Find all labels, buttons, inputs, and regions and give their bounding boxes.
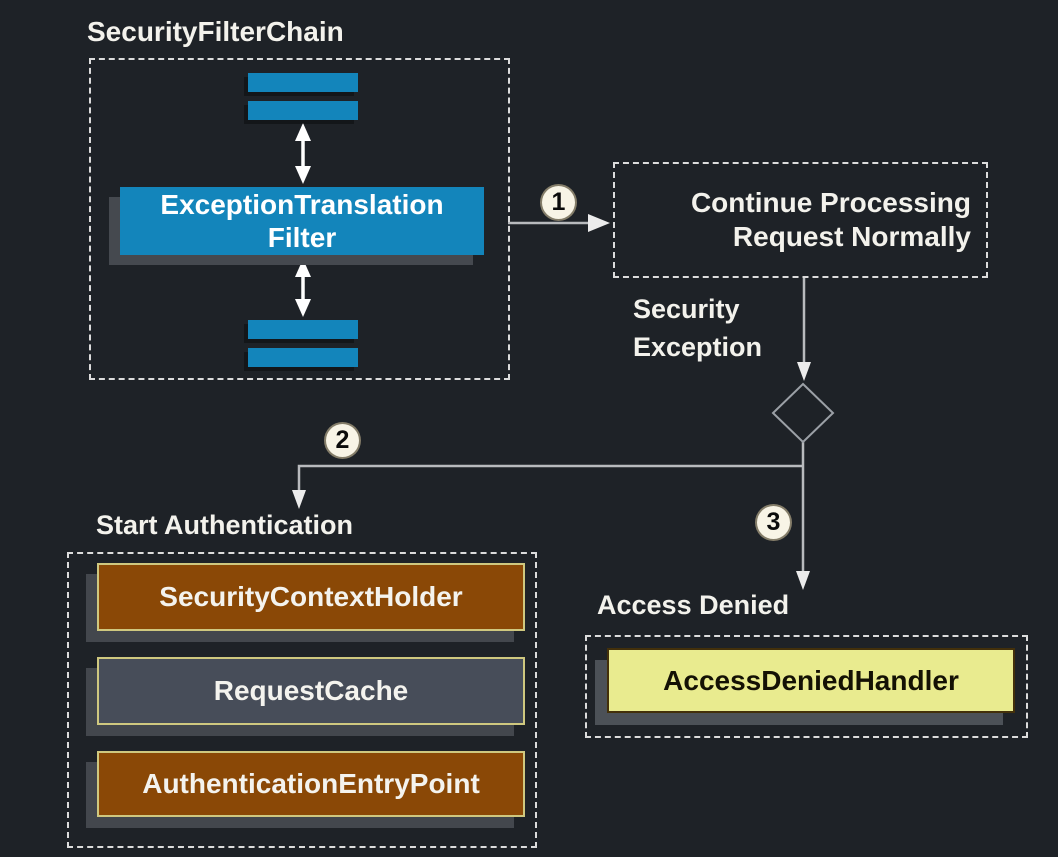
double-arrow-bottom-up-icon xyxy=(295,259,311,277)
security-exception-line2: Exception xyxy=(633,332,763,362)
start-authentication-title: Start Authentication xyxy=(96,510,354,540)
security-context-holder-label: SecurityContextHolder xyxy=(159,581,463,612)
step-2-badge: 2 xyxy=(326,424,359,457)
start-authentication-box xyxy=(67,552,537,848)
filter-bar-1 xyxy=(248,73,358,92)
line-branch-left-step2 xyxy=(297,464,803,491)
filter-bar-3 xyxy=(248,320,358,339)
double-arrow-top-up-icon xyxy=(295,123,311,141)
access-denied-box xyxy=(585,635,1028,738)
security-exception-label: Security Exception xyxy=(633,290,762,366)
access-denied-handler-box: AccessDeniedHandler xyxy=(607,648,1015,713)
request-cache-label: RequestCache xyxy=(213,675,409,706)
filter-label-line1: ExceptionTranslation xyxy=(160,189,444,220)
continue-processing-box: Continue Processing Request Normally xyxy=(613,162,988,278)
double-arrow-bottom-down-icon xyxy=(295,299,311,317)
security-exception-line1: Security xyxy=(633,294,740,324)
arrowhead-step1-right-icon xyxy=(588,214,610,232)
filter-bar-2 xyxy=(248,101,358,120)
access-denied-title: Access Denied xyxy=(597,590,790,620)
exception-translation-filter-box: ExceptionTranslation Filter xyxy=(120,187,484,255)
continue-processing-line2: Request Normally xyxy=(732,221,971,252)
continue-processing-line1: Continue Processing xyxy=(690,187,971,218)
request-cache-box: RequestCache xyxy=(97,657,525,725)
security-filter-chain-box xyxy=(89,58,510,380)
step-3-badge: 3 xyxy=(757,506,790,539)
step-1-badge: 1 xyxy=(542,186,575,219)
authentication-entry-point-label: AuthenticationEntryPoint xyxy=(142,768,480,799)
security-filter-chain-title: SecurityFilterChain xyxy=(87,16,344,47)
authentication-entry-point-box: AuthenticationEntryPoint xyxy=(97,751,525,817)
security-context-holder-box: SecurityContextHolder xyxy=(97,563,525,631)
arrowhead-step2-down-icon xyxy=(292,490,306,509)
access-denied-handler-label: AccessDeniedHandler xyxy=(663,664,959,696)
filter-bar-4 xyxy=(248,348,358,367)
double-arrow-top-down-icon xyxy=(295,166,311,184)
filter-label-line2: Filter xyxy=(267,222,337,253)
decision-diamond-icon xyxy=(771,382,835,444)
arrowhead-step3-down-icon xyxy=(796,571,810,590)
arrowhead-into-diamond-icon xyxy=(797,362,811,381)
